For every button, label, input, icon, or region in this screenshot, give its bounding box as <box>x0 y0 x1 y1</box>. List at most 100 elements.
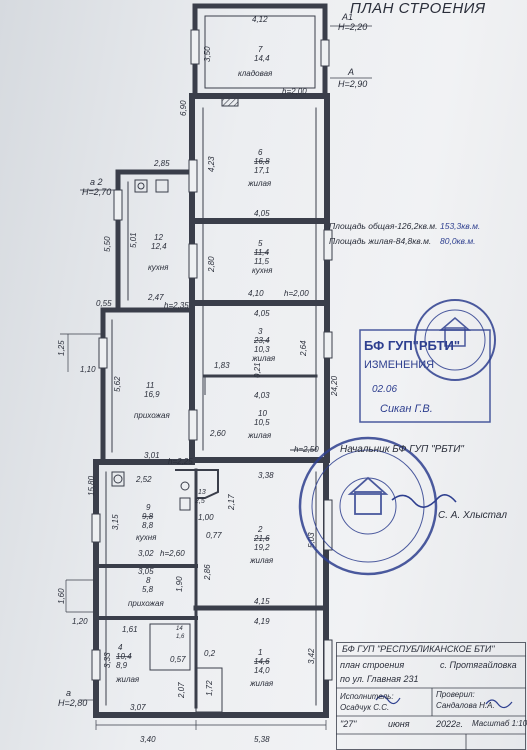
mark-a: А <box>347 67 354 77</box>
dim-label: 1,10 <box>80 365 96 374</box>
dim-label: 1,00 <box>198 513 214 522</box>
dim-label: 2,86 <box>203 564 212 581</box>
room-area-old: 23,4 <box>253 336 270 345</box>
area-living: Площадь жилая-84,8кв.м. <box>329 236 432 246</box>
address: по ул. Главная 231 <box>340 674 419 684</box>
room-area: 12,4 <box>151 242 167 251</box>
dim-label: 3,33 <box>103 652 112 668</box>
room-area: 17,1 <box>254 166 270 175</box>
date-year: 2022г. <box>436 719 463 729</box>
room-area: 14,4 <box>254 54 270 63</box>
mark-a2: а 2 <box>90 177 103 187</box>
room-name: жилая <box>247 179 272 188</box>
check-signature <box>485 699 513 709</box>
scale: Масштаб 1:100 <box>472 719 527 728</box>
dim-label: h=2,50 <box>294 445 319 454</box>
dim-label: 3,05 <box>138 567 154 576</box>
dim-label: 3,40 <box>140 735 156 744</box>
dim-label: 1,20 <box>72 617 88 626</box>
dim-label: 2,60 <box>209 429 226 438</box>
dim-label: h=2,25 <box>168 457 193 466</box>
dim-label: 24,20 <box>330 375 339 397</box>
room-name: жилая <box>251 354 276 363</box>
title-block: БФ ГУП "РЕСПУБЛИКАНСКОЕ БТИ" план строен… <box>336 642 527 750</box>
dim-label: 4,19 <box>254 617 270 626</box>
round-seal-main <box>298 436 438 576</box>
room-7: 7 14,4 кладовая <box>238 45 273 78</box>
dim-label: 5,50 <box>103 236 112 252</box>
chimney <box>221 95 239 107</box>
mark-a1: А1 <box>341 12 353 22</box>
room-13: 13 2,5 <box>194 489 206 505</box>
room-number: 9 <box>146 503 151 512</box>
room-area-old: 11,4 <box>254 248 270 257</box>
dim-label: 1,25 <box>57 340 66 356</box>
dim-label: 1,61 <box>122 625 138 634</box>
room-area: 8,9 <box>116 661 128 670</box>
date-month: июня <box>388 719 410 729</box>
room-11: 11 16,9 прихожая <box>134 381 170 420</box>
room-area-old: 9,8 <box>142 512 154 521</box>
room-number: 6 <box>258 148 263 157</box>
room-name: жилая <box>249 679 274 688</box>
dim-label: 0,77 <box>206 531 222 540</box>
check-name: Сандалова Н.А. <box>436 701 495 710</box>
dimension-labels: 4,12 3,50 6,90 h=2,00 2,85 4,23 4,05 5,5… <box>57 15 339 744</box>
walls <box>93 3 330 718</box>
room-area-old: 14,6 <box>254 657 270 666</box>
dim-label: 1,60 <box>57 588 66 604</box>
dim-label: 3,01 <box>144 451 160 460</box>
org-name: БФ ГУП "РЕСПУБЛИКАНСКОЕ БТИ" <box>342 644 495 654</box>
dim-label: 4,23 <box>207 156 216 172</box>
dim-label: 3,15 <box>111 514 120 530</box>
room-number: 2 <box>257 525 263 534</box>
dim-label: 0,55 <box>96 299 112 308</box>
stamp-date: 02.06 <box>372 384 397 395</box>
room-area: 14,0 <box>254 666 270 675</box>
room-1: 1 14,6 14,0 жилая <box>249 648 274 688</box>
room-name: жилая <box>115 675 140 684</box>
room-number: 8 <box>146 576 151 585</box>
room-5: 5 11,4 11,5 кухня <box>252 239 273 275</box>
room-area: 16,9 <box>144 390 160 399</box>
room-number: 4 <box>118 643 123 652</box>
room-number: 13 <box>198 489 206 496</box>
dim-label: h=2,00 <box>284 289 309 298</box>
room-14: 14 1,6 <box>176 626 185 640</box>
area-total: Площадь общая-126,2кв.м. <box>329 221 438 231</box>
room-number: 1 <box>258 648 262 657</box>
dim-label: 5,62 <box>113 376 122 392</box>
room-9: 9 9,8 8,8 кухня <box>136 503 157 542</box>
dim-label: 5,01 <box>129 232 138 248</box>
mark-a1-height: H=2,20 <box>338 22 367 32</box>
room-area: 8,8 <box>142 521 154 530</box>
room-number: 14 <box>176 626 183 632</box>
room-area-old: 10,4 <box>116 652 132 661</box>
room-area: 10,3 <box>254 345 270 354</box>
dim-label: 4,05 <box>254 209 270 218</box>
room-name: жилая <box>249 556 274 565</box>
room-number: 3 <box>258 327 263 336</box>
room-area: 10,5 <box>254 418 270 427</box>
stamp-org: БФ ГУП"РБТИ" <box>364 338 460 353</box>
room-12: 12 12,4 кухня <box>148 233 169 272</box>
room-area: 1,6 <box>176 634 185 640</box>
room-2: 2 21,6 19,2 жилая <box>249 525 274 565</box>
room-8: 8 5,8 прихожая <box>128 576 164 608</box>
dim-label: h=2,60 <box>160 549 185 558</box>
dim-label: 5,38 <box>254 735 270 744</box>
windows <box>91 29 333 681</box>
stamp-signature: Сикан Г.В. <box>380 403 433 415</box>
room-number: 12 <box>154 233 163 242</box>
village: с. Протягайловка <box>440 660 517 670</box>
dim-label: 3,07 <box>130 703 146 712</box>
dim-label: 0,21 <box>253 362 262 378</box>
exec-name: Осадчук С.С. <box>340 703 390 712</box>
dim-label: 2,52 <box>135 475 152 484</box>
dim-label: 3,42 <box>307 648 316 664</box>
room-area-old: 16,8 <box>254 157 270 166</box>
dim-label: 2,07 <box>177 682 186 699</box>
exec-label: Исполнитель: <box>340 692 394 701</box>
